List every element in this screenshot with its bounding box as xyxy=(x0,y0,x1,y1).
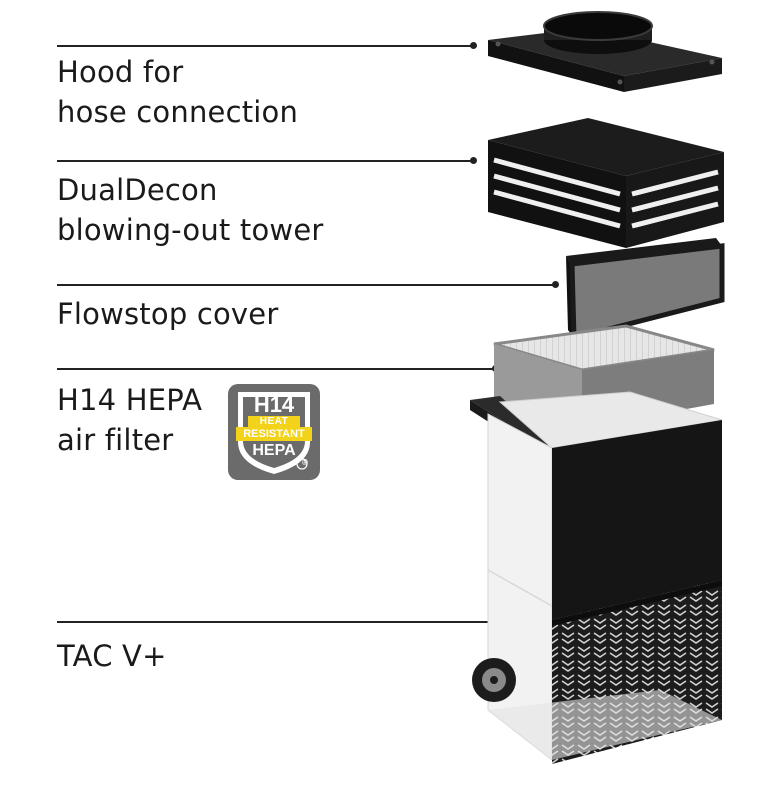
label-filter-line1: H14 HEPA xyxy=(57,383,203,417)
label-hood-line2: hose connection xyxy=(57,95,299,129)
label-unit: TAC V+ xyxy=(57,636,167,676)
badge-registered-mark: ® xyxy=(302,458,308,467)
label-tower-line2: blowing-out tower xyxy=(57,213,324,247)
leader-line-cover xyxy=(57,284,554,286)
leader-line-hood xyxy=(57,45,472,47)
leader-dot-cover xyxy=(552,281,559,288)
flowstop-cover xyxy=(566,238,725,342)
label-filter: H14 HEPA air filter xyxy=(57,380,202,460)
badge-hepa-text: HEPA xyxy=(252,442,296,459)
label-tower: DualDecon blowing-out tower xyxy=(57,170,323,250)
label-unit-line1: TAC V+ xyxy=(57,639,167,673)
hood-plate xyxy=(488,11,722,92)
tac-v-plus-unit xyxy=(470,391,723,764)
label-cover-line1: Flowstop cover xyxy=(57,297,279,331)
leader-line-tower xyxy=(57,160,472,162)
blowing-out-tower xyxy=(488,118,724,248)
label-cover: Flowstop cover xyxy=(57,294,278,334)
h14-hepa-badge: H14 HEAT RESISTANT HEPA ® xyxy=(228,384,320,480)
label-filter-line2: air filter xyxy=(57,423,174,457)
leader-line-unit xyxy=(57,621,565,623)
badge-h14-text: H14 xyxy=(253,392,295,417)
leader-dot-hood xyxy=(470,42,477,49)
label-tower-line1: DualDecon xyxy=(57,173,218,207)
leader-line-filter xyxy=(57,368,494,370)
badge-heat-text: HEAT xyxy=(259,416,289,427)
leader-dot-tower xyxy=(470,157,477,164)
label-hood: Hood for hose connection xyxy=(57,52,298,132)
badge-resistant-text: RESISTANT xyxy=(243,428,305,440)
label-hood-line1: Hood for xyxy=(57,55,184,89)
